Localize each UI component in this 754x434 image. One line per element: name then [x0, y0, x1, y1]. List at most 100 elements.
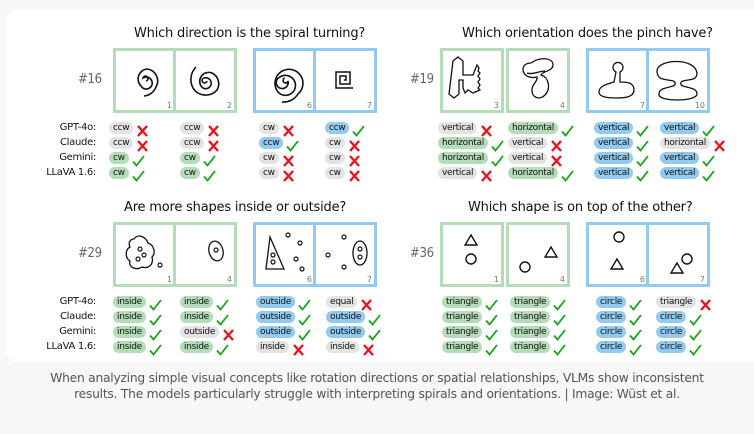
- answer-pill: vertical: [594, 137, 634, 149]
- cross-icon: [550, 137, 563, 152]
- task-panel: Which direction is the spiral turning?#1…: [6, 10, 386, 184]
- answer-pill: horizontal: [438, 137, 488, 149]
- task-id: #29: [78, 246, 102, 261]
- check-icon: [216, 296, 229, 311]
- answer-pill: vertical: [508, 152, 548, 164]
- answer-pill: vertical: [594, 122, 634, 134]
- cross-icon: [282, 152, 295, 167]
- answer-pill: cw: [325, 167, 345, 179]
- answer-pill: inside: [113, 311, 146, 323]
- check-icon: [553, 296, 566, 311]
- answer-pill: horizontal: [508, 167, 558, 179]
- answer-pill: ccw: [180, 137, 205, 149]
- cross-icon: [362, 341, 375, 356]
- answer-pill: cw: [109, 167, 129, 179]
- cross-icon: [480, 122, 493, 137]
- pinch-h-icon: [448, 56, 482, 99]
- answer-pill: ccw: [325, 122, 350, 134]
- answer-pill: vertical: [660, 122, 700, 134]
- cross-icon: [348, 152, 361, 167]
- answer-pill: inside: [326, 341, 359, 353]
- stimulus-image: 6: [586, 222, 650, 287]
- answer-pill: triangle: [656, 296, 697, 308]
- image-index: 6: [306, 275, 312, 284]
- stimulus-image: 10: [646, 48, 710, 113]
- check-icon: [216, 341, 229, 356]
- answer-pill: horizontal: [508, 122, 558, 134]
- answer-pill: vertical: [594, 167, 634, 179]
- answer-pill: cw: [109, 152, 129, 164]
- task-id: #36: [410, 246, 434, 261]
- check-icon: [149, 311, 162, 326]
- stimulus-image: 4: [506, 222, 570, 287]
- answer-pill: inside: [113, 326, 146, 338]
- panel-title: Are more shapes inside or outside?: [124, 200, 347, 215]
- answer-pill: cw: [259, 152, 279, 164]
- check-icon: [689, 311, 702, 326]
- answer-pill: vertical: [438, 167, 478, 179]
- answer-pill: vertical: [594, 152, 634, 164]
- stimulus-image: 4: [506, 48, 570, 113]
- stimulus-image: 1: [113, 222, 177, 287]
- check-icon: [561, 122, 574, 137]
- image-index: 1: [166, 101, 172, 110]
- cross-icon: [550, 152, 563, 167]
- answer-pill: triangle: [442, 341, 483, 353]
- pinch-lollipop-icon: [598, 61, 635, 99]
- check-icon: [368, 326, 381, 341]
- image-index: 7: [366, 101, 372, 110]
- check-icon: [286, 137, 299, 152]
- answer-pill: ccw: [109, 137, 134, 149]
- image-index: 7: [639, 101, 645, 110]
- answer-pill: vertical: [508, 137, 548, 149]
- circle-over-tri-close-icon: [669, 253, 693, 274]
- check-icon: [629, 311, 642, 326]
- answer-pill: horizontal: [660, 137, 710, 149]
- stimulus-image: 3: [440, 48, 504, 113]
- answer-pill: inside: [256, 341, 289, 353]
- check-icon: [203, 167, 216, 182]
- answer-pill: circle: [596, 296, 627, 308]
- stimulus-image: 2: [173, 48, 237, 113]
- answer-pill: ccw: [259, 137, 284, 149]
- answer-pill: ccw: [109, 122, 134, 134]
- stimulus-image: 7: [313, 48, 377, 113]
- check-icon: [553, 326, 566, 341]
- stimulus-image: 6: [253, 48, 317, 113]
- check-icon: [689, 326, 702, 341]
- task-panel: Which orientation does the pinch have?#1…: [380, 10, 754, 184]
- square-spiral-icon: [335, 71, 353, 89]
- answer-pill: outside: [256, 326, 296, 338]
- check-icon: [629, 341, 642, 356]
- answer-pill: cw: [325, 137, 345, 149]
- cross-icon: [348, 137, 361, 152]
- cross-icon: [292, 341, 305, 356]
- answer-pill: cw: [325, 152, 345, 164]
- cross-icon: [699, 296, 712, 311]
- cross-icon: [713, 137, 726, 152]
- answer-pill: triangle: [510, 326, 551, 338]
- answer-pill: outside: [180, 326, 220, 338]
- task-id: #19: [410, 72, 434, 87]
- check-icon: [636, 167, 649, 182]
- check-icon: [702, 167, 715, 182]
- answer-pill: cw: [259, 167, 279, 179]
- cross-icon: [282, 122, 295, 137]
- answer-pill: inside: [113, 341, 146, 353]
- answer-pill: outside: [256, 311, 296, 323]
- image-index: 4: [559, 275, 565, 284]
- image-index: 7: [699, 275, 705, 284]
- cross-icon: [348, 167, 361, 182]
- cross-icon: [282, 167, 295, 182]
- answer-pill: triangle: [510, 311, 551, 323]
- tri-over-circle-diag-icon: [519, 245, 559, 273]
- check-icon: [636, 152, 649, 167]
- circle-over-tri-icon: [609, 231, 625, 270]
- check-icon: [149, 341, 162, 356]
- answer-pill: horizontal: [438, 152, 488, 164]
- oval-inside-icon: [208, 240, 224, 262]
- answer-pill: cw: [259, 122, 279, 134]
- check-icon: [491, 152, 504, 167]
